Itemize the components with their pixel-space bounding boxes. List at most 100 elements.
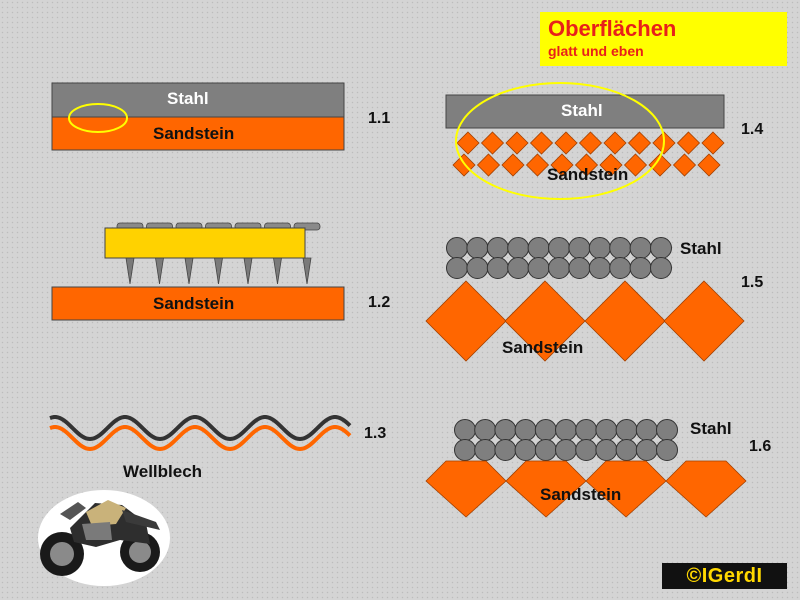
- steel-grain: [527, 257, 550, 279]
- figure-number-1-3: 1.3: [364, 425, 387, 442]
- steel-grain: [548, 257, 570, 279]
- sandstone-grain: [578, 131, 603, 155]
- steel-label: Stahl: [167, 89, 209, 108]
- sandstone-label: Sandstein: [540, 485, 622, 504]
- steel-grain: [635, 419, 658, 441]
- corrugated-sheet-label: Wellblech: [123, 462, 203, 481]
- steel-grains: [446, 237, 672, 279]
- diagram-1-3: [49, 415, 352, 452]
- sandstone-grain: [529, 131, 554, 155]
- sandstone-grains: [425, 460, 747, 518]
- sandstone-grain: [584, 280, 666, 362]
- motorcycle-image: [38, 490, 170, 586]
- sandstone-block: [51, 286, 345, 321]
- steel-grain: [454, 439, 476, 461]
- spike-tip: [243, 257, 253, 285]
- sandstone-label: Sandstein: [502, 338, 584, 357]
- steel-label: Stahl: [690, 419, 732, 438]
- sandstone-label: Sandstein: [547, 165, 629, 184]
- steel-grain: [615, 419, 638, 441]
- steel-grain: [650, 237, 672, 259]
- figure-number-1-5: 1.5: [741, 274, 764, 291]
- steel-grain: [656, 419, 678, 441]
- steel-grain: [446, 237, 468, 259]
- figure-number-1-6: 1.6: [749, 438, 772, 455]
- sandstone-grains: [452, 131, 725, 177]
- copyright-badge: ©IGerdI: [662, 563, 787, 589]
- steel-grain: [588, 237, 611, 259]
- slide-title: Oberflächen: [548, 16, 677, 41]
- sandstone-grain: [663, 280, 745, 362]
- highlight-ellipse: [455, 82, 665, 200]
- sandstone-grain: [476, 153, 501, 177]
- steel-grain: [575, 419, 598, 441]
- sandstone-grain: [648, 153, 672, 177]
- steel-grain: [494, 439, 517, 461]
- sandstone-grain: [480, 131, 505, 155]
- figure-number-1-4: 1.4: [741, 121, 764, 138]
- steel-grain: [507, 237, 530, 259]
- steel-grain: [534, 439, 557, 461]
- spike-tip: [302, 257, 312, 285]
- steel-grain: [527, 237, 550, 259]
- spiked-plate: [104, 227, 306, 259]
- steel-grain: [650, 257, 672, 279]
- steel-grains: [454, 419, 678, 461]
- sandstone-grain: [554, 131, 578, 155]
- steel-grain: [466, 257, 489, 279]
- sandstone-grain: [697, 153, 721, 177]
- steel-label: Stahl: [680, 239, 722, 258]
- sandstone-grain: [505, 460, 587, 518]
- steel-grain: [588, 257, 611, 279]
- diagram-1-2: [51, 222, 345, 321]
- steel-grain: [534, 419, 557, 441]
- steel-grain: [575, 439, 598, 461]
- sandstone-grain: [676, 131, 701, 155]
- steel-grain: [486, 237, 509, 259]
- highlight-ellipse: [68, 103, 128, 133]
- spike-tip: [184, 257, 194, 285]
- diagram-1-4: [445, 82, 725, 200]
- steel-plate: [445, 94, 725, 129]
- spike-tip: [214, 257, 223, 285]
- sandstone-grain: [525, 153, 550, 177]
- steel-grain: [514, 419, 537, 441]
- sandstone-grain: [701, 131, 725, 155]
- sandstone-grain: [672, 153, 697, 177]
- steel-grain: [615, 439, 638, 461]
- slide-subtitle: glatt und eben: [548, 43, 644, 59]
- figure-number-1-2: 1.2: [368, 294, 391, 311]
- steel-grain: [555, 419, 577, 441]
- diagram-1-1: [51, 82, 345, 151]
- spike-tip: [273, 257, 282, 285]
- sandstone-label: Sandstein: [153, 124, 235, 143]
- steel-grain: [568, 237, 591, 259]
- sandstone-grain: [425, 280, 507, 362]
- diagram-1-6: [425, 419, 747, 518]
- sandstone-grain: [501, 153, 525, 177]
- sandstone-grain: [627, 131, 652, 155]
- diagram-1-5: [425, 237, 745, 362]
- steel-grain: [446, 257, 468, 279]
- sandstone-grain: [599, 153, 623, 177]
- spike-tip: [155, 257, 164, 285]
- steel-grain: [568, 257, 591, 279]
- steel-grain: [548, 237, 570, 259]
- figure-number-1-1: 1.1: [368, 110, 391, 127]
- sandstone-grain: [603, 131, 627, 155]
- steel-grain: [635, 439, 658, 461]
- steel-grain: [656, 439, 678, 461]
- sandstone-grain: [505, 131, 529, 155]
- steel-grain: [629, 257, 652, 279]
- sandstone-grain: [550, 153, 574, 177]
- steel-label: Stahl: [561, 101, 603, 120]
- steel-grain: [555, 439, 577, 461]
- sandstone-grains: [425, 280, 745, 362]
- steel-grain: [609, 237, 632, 259]
- sandstone-grain: [585, 460, 667, 518]
- steel-grain: [629, 237, 652, 259]
- steel-grain: [474, 439, 497, 461]
- steel-grain: [609, 257, 632, 279]
- steel-grain: [514, 439, 537, 461]
